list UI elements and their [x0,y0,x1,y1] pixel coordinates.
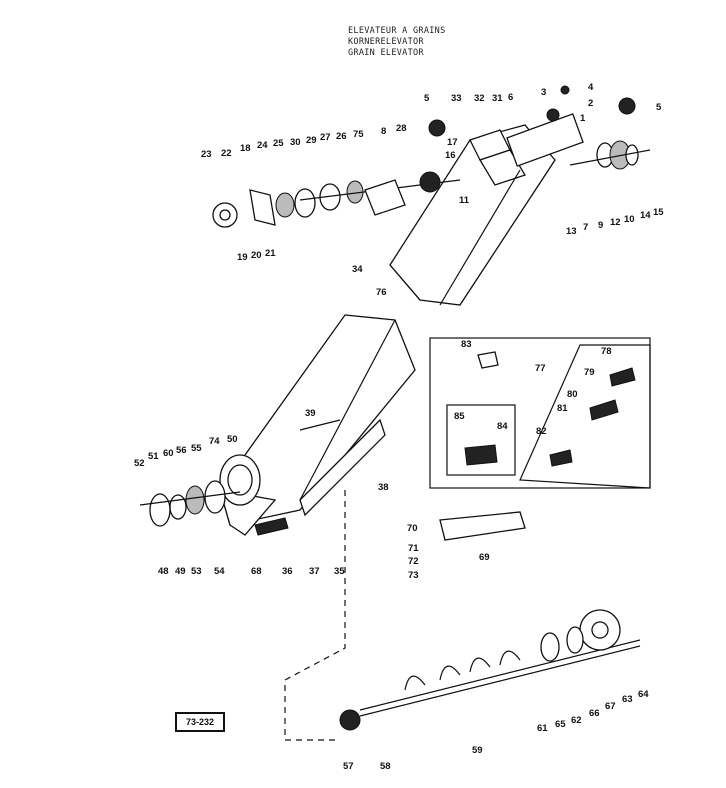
title-english: GRAIN ELEVATOR [348,48,424,58]
label-22: 22 [221,148,232,159]
label-83: 83 [461,339,472,350]
label-33: 33 [451,93,462,104]
label-61: 61 [537,723,548,734]
label-7: 7 [583,222,588,233]
label-27: 27 [320,132,331,143]
label-5-right: 5 [656,102,662,113]
label-6: 6 [508,92,513,103]
label-28: 28 [396,123,407,134]
label-56: 56 [176,445,187,456]
title-german: KORNERELEVATOR [348,37,424,47]
label-63: 63 [622,694,633,705]
auger-assembly [339,511,641,731]
label-26: 26 [336,131,347,142]
label-72: 72 [408,556,419,567]
label-73: 73 [408,570,419,581]
label-16: 16 [445,150,456,161]
label-68: 68 [251,566,262,577]
label-58: 58 [380,761,391,772]
label-23: 23 [201,149,212,160]
label-84: 84 [497,421,508,432]
label-53: 53 [191,566,202,577]
label-49: 49 [175,566,186,577]
label-81-detail: 81 [557,403,568,414]
label-30: 30 [290,137,301,148]
title-french: ELEVATEUR A GRAINS [348,26,446,36]
label-19: 19 [237,252,248,263]
part-number-labels: 1 2 3 4 5 5 6 7 8 9 10 11 12 13 14 15 16… [134,82,664,772]
label-11: 11 [459,195,470,206]
label-64: 64 [638,689,649,700]
label-67: 67 [605,701,616,712]
label-21: 21 [265,248,276,259]
label-13: 13 [566,226,577,237]
label-3: 3 [541,87,546,98]
label-5-top: 5 [424,93,430,104]
label-80: 80 [567,389,578,400]
reference-code-box: 73-232 [175,712,225,732]
lower-housing [219,314,416,536]
label-60: 60 [163,448,174,459]
label-14: 14 [640,210,651,221]
label-1: 1 [580,113,586,124]
label-55: 55 [191,443,202,454]
label-69: 69 [479,552,490,563]
label-52: 52 [134,458,145,469]
label-24: 24 [257,140,268,151]
label-74: 74 [209,436,220,447]
label-35: 35 [334,566,345,577]
label-71: 71 [408,543,419,554]
upper-housing [389,113,584,306]
label-25: 25 [273,138,284,149]
label-38: 38 [378,482,389,493]
label-65: 65 [555,719,566,730]
label-76: 76 [376,287,387,298]
label-78: 78 [601,346,612,357]
label-37: 37 [309,566,320,577]
label-2: 2 [588,98,593,109]
label-17: 17 [447,137,458,148]
label-75: 75 [353,129,364,140]
detail-box [429,337,651,489]
label-10: 10 [624,214,635,225]
label-8: 8 [381,126,386,137]
label-62: 62 [571,715,582,726]
label-66: 66 [589,708,600,719]
label-15: 15 [653,207,664,218]
right-drive-parts [546,85,651,170]
label-18: 18 [240,143,251,154]
label-39: 39 [305,408,316,419]
label-77: 77 [535,363,546,374]
label-79: 79 [584,367,595,378]
left-drive-parts [212,119,461,228]
label-34: 34 [352,264,363,275]
label-12: 12 [610,217,621,228]
label-29: 29 [306,135,317,146]
label-82-detail: 82 [536,426,547,437]
label-31: 31 [492,93,503,104]
bearing-parts [139,480,241,527]
label-48: 48 [158,566,169,577]
label-54: 54 [214,566,225,577]
label-57: 57 [343,761,354,772]
label-50: 50 [227,434,238,445]
label-85: 85 [454,411,465,422]
label-70: 70 [407,523,418,534]
label-36: 36 [282,566,293,577]
label-9: 9 [598,220,603,231]
label-4: 4 [588,82,594,93]
label-59: 59 [472,745,483,756]
label-51: 51 [148,451,159,462]
label-32: 32 [474,93,485,104]
label-20: 20 [251,250,262,261]
